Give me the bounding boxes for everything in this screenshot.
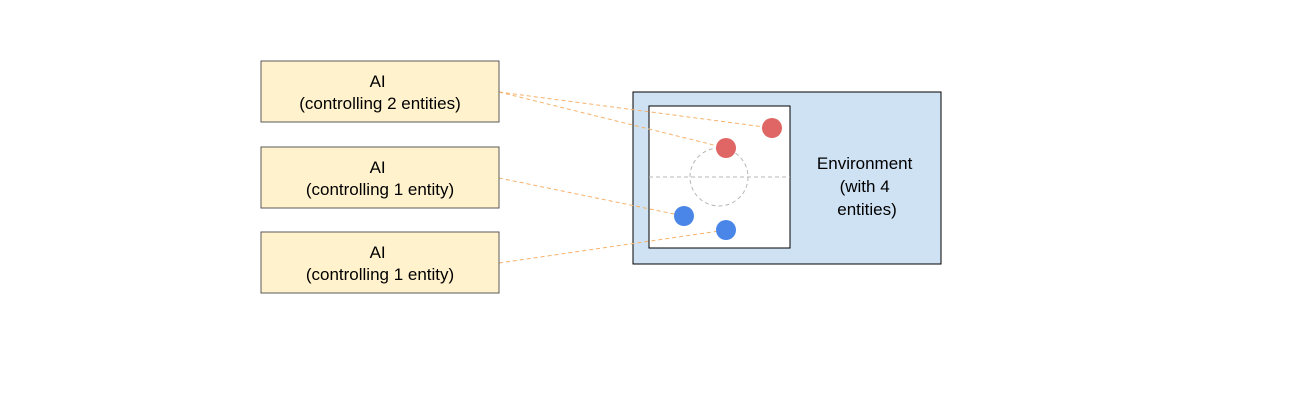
connector-ai2-to-blue-entity-1 <box>498 177 685 217</box>
connector-ai1-to-red-entity-1 <box>498 91 773 129</box>
ai-box-1: AI (controlling 2 entities) <box>260 60 500 123</box>
ai-box-2-rect <box>260 146 500 209</box>
environment-label-line-1: Environment <box>817 154 913 173</box>
ai-box-2: AI (controlling 1 entity) <box>260 146 500 209</box>
ai-box-1-label: AI (controlling 2 entities) <box>299 72 461 113</box>
red-entity <box>716 138 736 158</box>
blue-entity <box>716 220 736 240</box>
connector-ai1-to-red-entity-2 <box>498 91 727 149</box>
ai-box-3: AI (controlling 1 entity) <box>260 231 500 294</box>
ai-box-3-rect <box>260 231 500 294</box>
ai-box-3-subtitle: (controlling 1 entity) <box>306 265 454 284</box>
environment-label-line-2: (with 4 <box>840 177 890 196</box>
ai-box-2-label: AI (controlling 1 entity) <box>306 158 454 199</box>
ai-box-3-title: AI <box>370 243 386 262</box>
blue-entity <box>674 206 694 226</box>
ai-box-1-subtitle: (controlling 2 entities) <box>299 94 461 113</box>
connectors <box>498 91 773 264</box>
red-entity <box>762 118 782 138</box>
ai-box-2-title: AI <box>370 158 386 177</box>
environment-label: Environment (with 4 entities) <box>817 154 917 219</box>
environment-label-line-3: entities) <box>837 200 897 219</box>
connector-ai3-to-blue-entity-2 <box>498 229 727 264</box>
entities <box>674 118 782 240</box>
ai-box-1-rect <box>260 60 500 123</box>
ai-box-3-label: AI (controlling 1 entity) <box>306 243 454 284</box>
ai-box-1-title: AI <box>370 72 386 91</box>
ai-box-2-subtitle: (controlling 1 entity) <box>306 180 454 199</box>
